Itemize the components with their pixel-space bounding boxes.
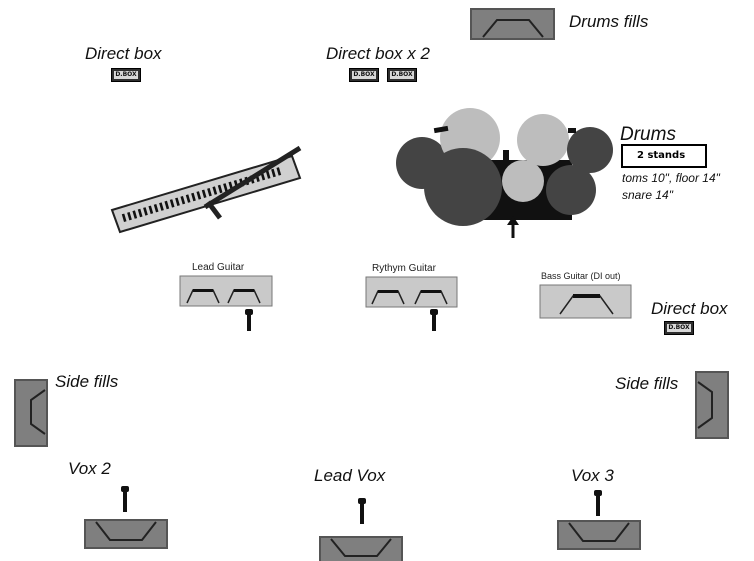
keyboard-key	[276, 167, 282, 176]
keyboard-key	[159, 202, 164, 211]
keyboard-key	[217, 184, 223, 194]
keyboard-key	[196, 191, 202, 200]
side-fill-left	[14, 379, 48, 447]
drums-fills-label: Drums fills	[569, 12, 649, 31]
keyboard-key	[169, 199, 175, 208]
keyboard-key	[143, 207, 148, 216]
direct-box-icon: D.BOX	[387, 68, 417, 82]
keyboard-key	[148, 205, 154, 214]
direct-box-icon: D.BOX	[111, 68, 141, 82]
keyboard-key	[212, 186, 218, 195]
drum-snare-label: snare 14"	[622, 188, 673, 202]
direct-box-icon: D.BOX	[664, 321, 694, 335]
mic-stand-icon	[358, 498, 366, 524]
lead-guitar-label: Lead Guitar	[192, 262, 245, 273]
vox2-wedge	[84, 519, 168, 549]
keyboard-key	[271, 168, 276, 178]
keyboard-key	[207, 187, 212, 197]
side-fills-right-label: Side fills	[615, 374, 679, 393]
keyboard-key	[191, 192, 196, 202]
mic-stand-icon	[430, 309, 438, 331]
keyboard-key	[185, 194, 191, 203]
keyboard-key	[164, 200, 170, 210]
mic-stand-icon	[245, 309, 253, 331]
lead-vox-wedge	[319, 536, 403, 561]
lead-vox-label: Lead Vox	[314, 466, 386, 485]
vox3-wedge	[557, 520, 641, 550]
keyboard-key	[127, 211, 132, 221]
bass-guitar-amp	[539, 284, 632, 319]
keyboard-key	[137, 208, 143, 218]
direct-box-x2-label: Direct box x 2	[326, 44, 430, 63]
lead-guitar-amp	[179, 275, 273, 307]
vox2-label: Vox 2	[68, 459, 111, 478]
side-fill-right	[695, 371, 729, 439]
keyboard-key	[121, 213, 127, 222]
keyboard-key	[180, 195, 186, 205]
mic-stand-icon	[594, 490, 602, 516]
keyboard-key	[223, 183, 228, 192]
drum-kit-icon	[396, 108, 613, 238]
direct-box-right-label: Direct box	[651, 299, 728, 318]
vox3-label: Vox 3	[571, 466, 614, 485]
drum-stands-box: 2 stands	[621, 144, 707, 168]
side-fills-left-label: Side fills	[55, 372, 119, 391]
drums-fill-wedge	[470, 8, 555, 40]
drum-toms-label: toms 10", floor 14"	[622, 171, 720, 185]
keyboard-icon	[110, 145, 302, 234]
direct-box-icon: D.BOX	[349, 68, 379, 82]
drums-label: Drums	[620, 124, 676, 145]
keyboard-key	[265, 170, 271, 179]
bass-guitar-label: Bass Guitar (DI out)	[541, 271, 621, 281]
keyboard-key	[201, 189, 207, 198]
direct-box-left-label: Direct box	[85, 44, 162, 63]
keyboard-key	[153, 203, 159, 213]
keyboard-key	[132, 210, 138, 219]
rhythm-guitar-amp	[365, 276, 458, 308]
mic-stand-icon	[121, 486, 129, 512]
rhythm-guitar-label: Rythym Guitar	[372, 263, 436, 274]
keyboard-key	[175, 197, 180, 206]
